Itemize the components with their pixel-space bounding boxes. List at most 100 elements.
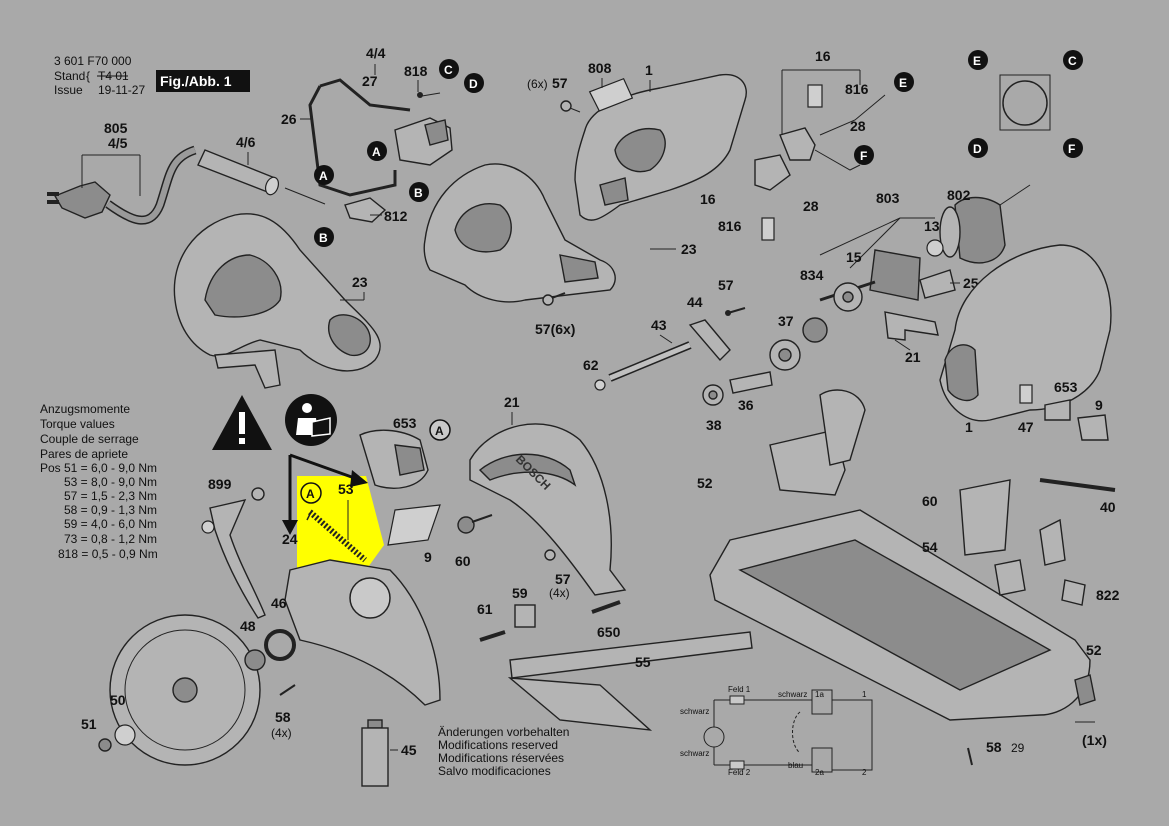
svg-text:36: 36 (738, 397, 754, 413)
svg-text:52: 52 (1086, 642, 1102, 658)
svg-text:58: 58 (986, 739, 1002, 755)
svg-text:899: 899 (208, 476, 232, 492)
svg-text:808: 808 (588, 60, 612, 76)
svg-text:15: 15 (846, 249, 862, 265)
assembly-arrows (282, 453, 368, 535)
warning-icon (212, 395, 272, 450)
svg-text:16: 16 (815, 48, 831, 64)
svg-text:45: 45 (401, 742, 417, 758)
svg-text:57 = 1,5 - 2,3 Nm: 57 = 1,5 - 2,3 Nm (64, 489, 157, 503)
svg-text:26: 26 (281, 111, 297, 127)
svg-text:653: 653 (393, 415, 417, 431)
svg-text:4/5: 4/5 (108, 135, 128, 151)
svg-text:Feld 1: Feld 1 (728, 685, 751, 694)
armature-assembly (819, 196, 1006, 312)
svg-text:4/4: 4/4 (366, 45, 386, 61)
svg-text:59 = 4,0 - 6,0 Nm: 59 = 4,0 - 6,0 Nm (64, 517, 157, 531)
svg-text:schwarz: schwarz (778, 690, 807, 699)
callouts: C D A B A B E F E C D F A A (300, 50, 1083, 504)
svg-text:2: 2 (862, 768, 867, 777)
svg-text:1: 1 (862, 690, 867, 699)
svg-text:54: 54 (922, 539, 938, 555)
svg-text:21: 21 (504, 394, 520, 410)
torque-values: Anzugsmomente Torque values Couple de se… (40, 402, 158, 561)
svg-text:(4x): (4x) (549, 586, 570, 600)
svg-text:Modifications reserved: Modifications reserved (438, 738, 558, 752)
svg-text:23: 23 (681, 241, 697, 257)
svg-text:1: 1 (645, 62, 653, 78)
svg-text:A: A (306, 487, 315, 501)
svg-text:73 = 0,8 - 1,2 Nm: 73 = 0,8 - 1,2 Nm (64, 532, 157, 546)
fig-label: Fig./Abb. 1 (160, 73, 232, 89)
stand-label: Stand (54, 69, 85, 83)
svg-text:F: F (1068, 142, 1075, 156)
svg-text:822: 822 (1096, 587, 1120, 603)
svg-text:57(6x): 57(6x) (535, 321, 575, 337)
issue-value: 19-11-27 (98, 83, 145, 97)
svg-text:16: 16 (700, 191, 716, 207)
svg-text:D: D (973, 142, 982, 156)
svg-text:818 = 0,5 - 0,9 Nm: 818 = 0,5 - 0,9 Nm (58, 547, 158, 561)
svg-text:44: 44 (687, 294, 703, 310)
svg-text:46: 46 (271, 595, 287, 611)
svg-text:29: 29 (1011, 741, 1025, 755)
svg-text:27: 27 (362, 73, 378, 89)
svg-text:60: 60 (455, 553, 471, 569)
grease-tube (361, 719, 389, 787)
svg-text:38: 38 (706, 417, 722, 433)
svg-text:803: 803 (876, 190, 900, 206)
svg-text:51 = 6,0 - 9,0 Nm: 51 = 6,0 - 9,0 Nm (64, 461, 157, 475)
issue-label: Issue (54, 83, 83, 97)
svg-text:28: 28 (850, 118, 866, 134)
svg-text:37: 37 (778, 313, 794, 329)
motor-housing-right (884, 244, 1112, 441)
riving-knife (201, 487, 266, 619)
svg-text:schwarz: schwarz (680, 749, 709, 758)
svg-text:Salvo modificaciones: Salvo modificaciones (438, 764, 551, 778)
svg-text:50: 50 (110, 692, 126, 708)
svg-text:A: A (372, 145, 381, 159)
header-block: 3 601 F70 000 Stand T4 01 Issue 19-11-27… (54, 54, 250, 97)
svg-text:D: D (469, 77, 478, 91)
svg-text:53 = 8,0 - 9,0 Nm: 53 = 8,0 - 9,0 Nm (64, 475, 157, 489)
svg-text:812: 812 (384, 208, 408, 224)
base-plate (709, 389, 1116, 721)
svg-text:4/6: 4/6 (236, 134, 256, 150)
svg-text:48: 48 (240, 618, 256, 634)
svg-text:Änderungen vorbehalten: Änderungen vorbehalten (438, 725, 569, 739)
svg-text:B: B (319, 231, 328, 245)
svg-text:53: 53 (338, 481, 354, 497)
svg-text:653: 653 (1054, 379, 1078, 395)
svg-text:Pares de apriete: Pares de apriete (40, 447, 128, 461)
svg-text:802: 802 (947, 187, 971, 203)
svg-text:E: E (973, 54, 981, 68)
svg-text:Torque values: Torque values (40, 417, 115, 431)
svg-text:52: 52 (697, 475, 713, 491)
wiring-schematic: Feld 1 Feld 2 schwarz schwarz schwarz bl… (680, 685, 873, 777)
power-cord (47, 145, 326, 225)
handle-part-23-center (423, 163, 616, 303)
svg-text:A: A (435, 424, 444, 438)
svg-text:28: 28 (803, 198, 819, 214)
svg-text:43: 43 (651, 317, 667, 333)
svg-text:blau: blau (788, 761, 803, 770)
parallel-guide (507, 631, 753, 731)
svg-text:61: 61 (477, 601, 493, 617)
saw-blade (98, 614, 296, 766)
svg-text:62: 62 (583, 357, 599, 373)
svg-text:21: 21 (905, 349, 921, 365)
blade-guard: BOSCH (469, 423, 627, 596)
svg-text:2a: 2a (815, 768, 824, 777)
svg-text:E: E (899, 76, 907, 90)
svg-text:55: 55 (635, 654, 651, 670)
svg-text:{: { (86, 69, 90, 83)
svg-text:F: F (860, 149, 867, 163)
small-parts (479, 600, 621, 642)
svg-text:1: 1 (965, 419, 973, 435)
svg-text:Anzugsmomente: Anzugsmomente (40, 402, 130, 416)
svg-text:57: 57 (552, 75, 568, 91)
svg-text:60: 60 (922, 493, 938, 509)
part-number: 3 601 F70 000 (54, 54, 132, 68)
switch-assembly (308, 78, 453, 223)
svg-text:51: 51 (81, 716, 97, 732)
